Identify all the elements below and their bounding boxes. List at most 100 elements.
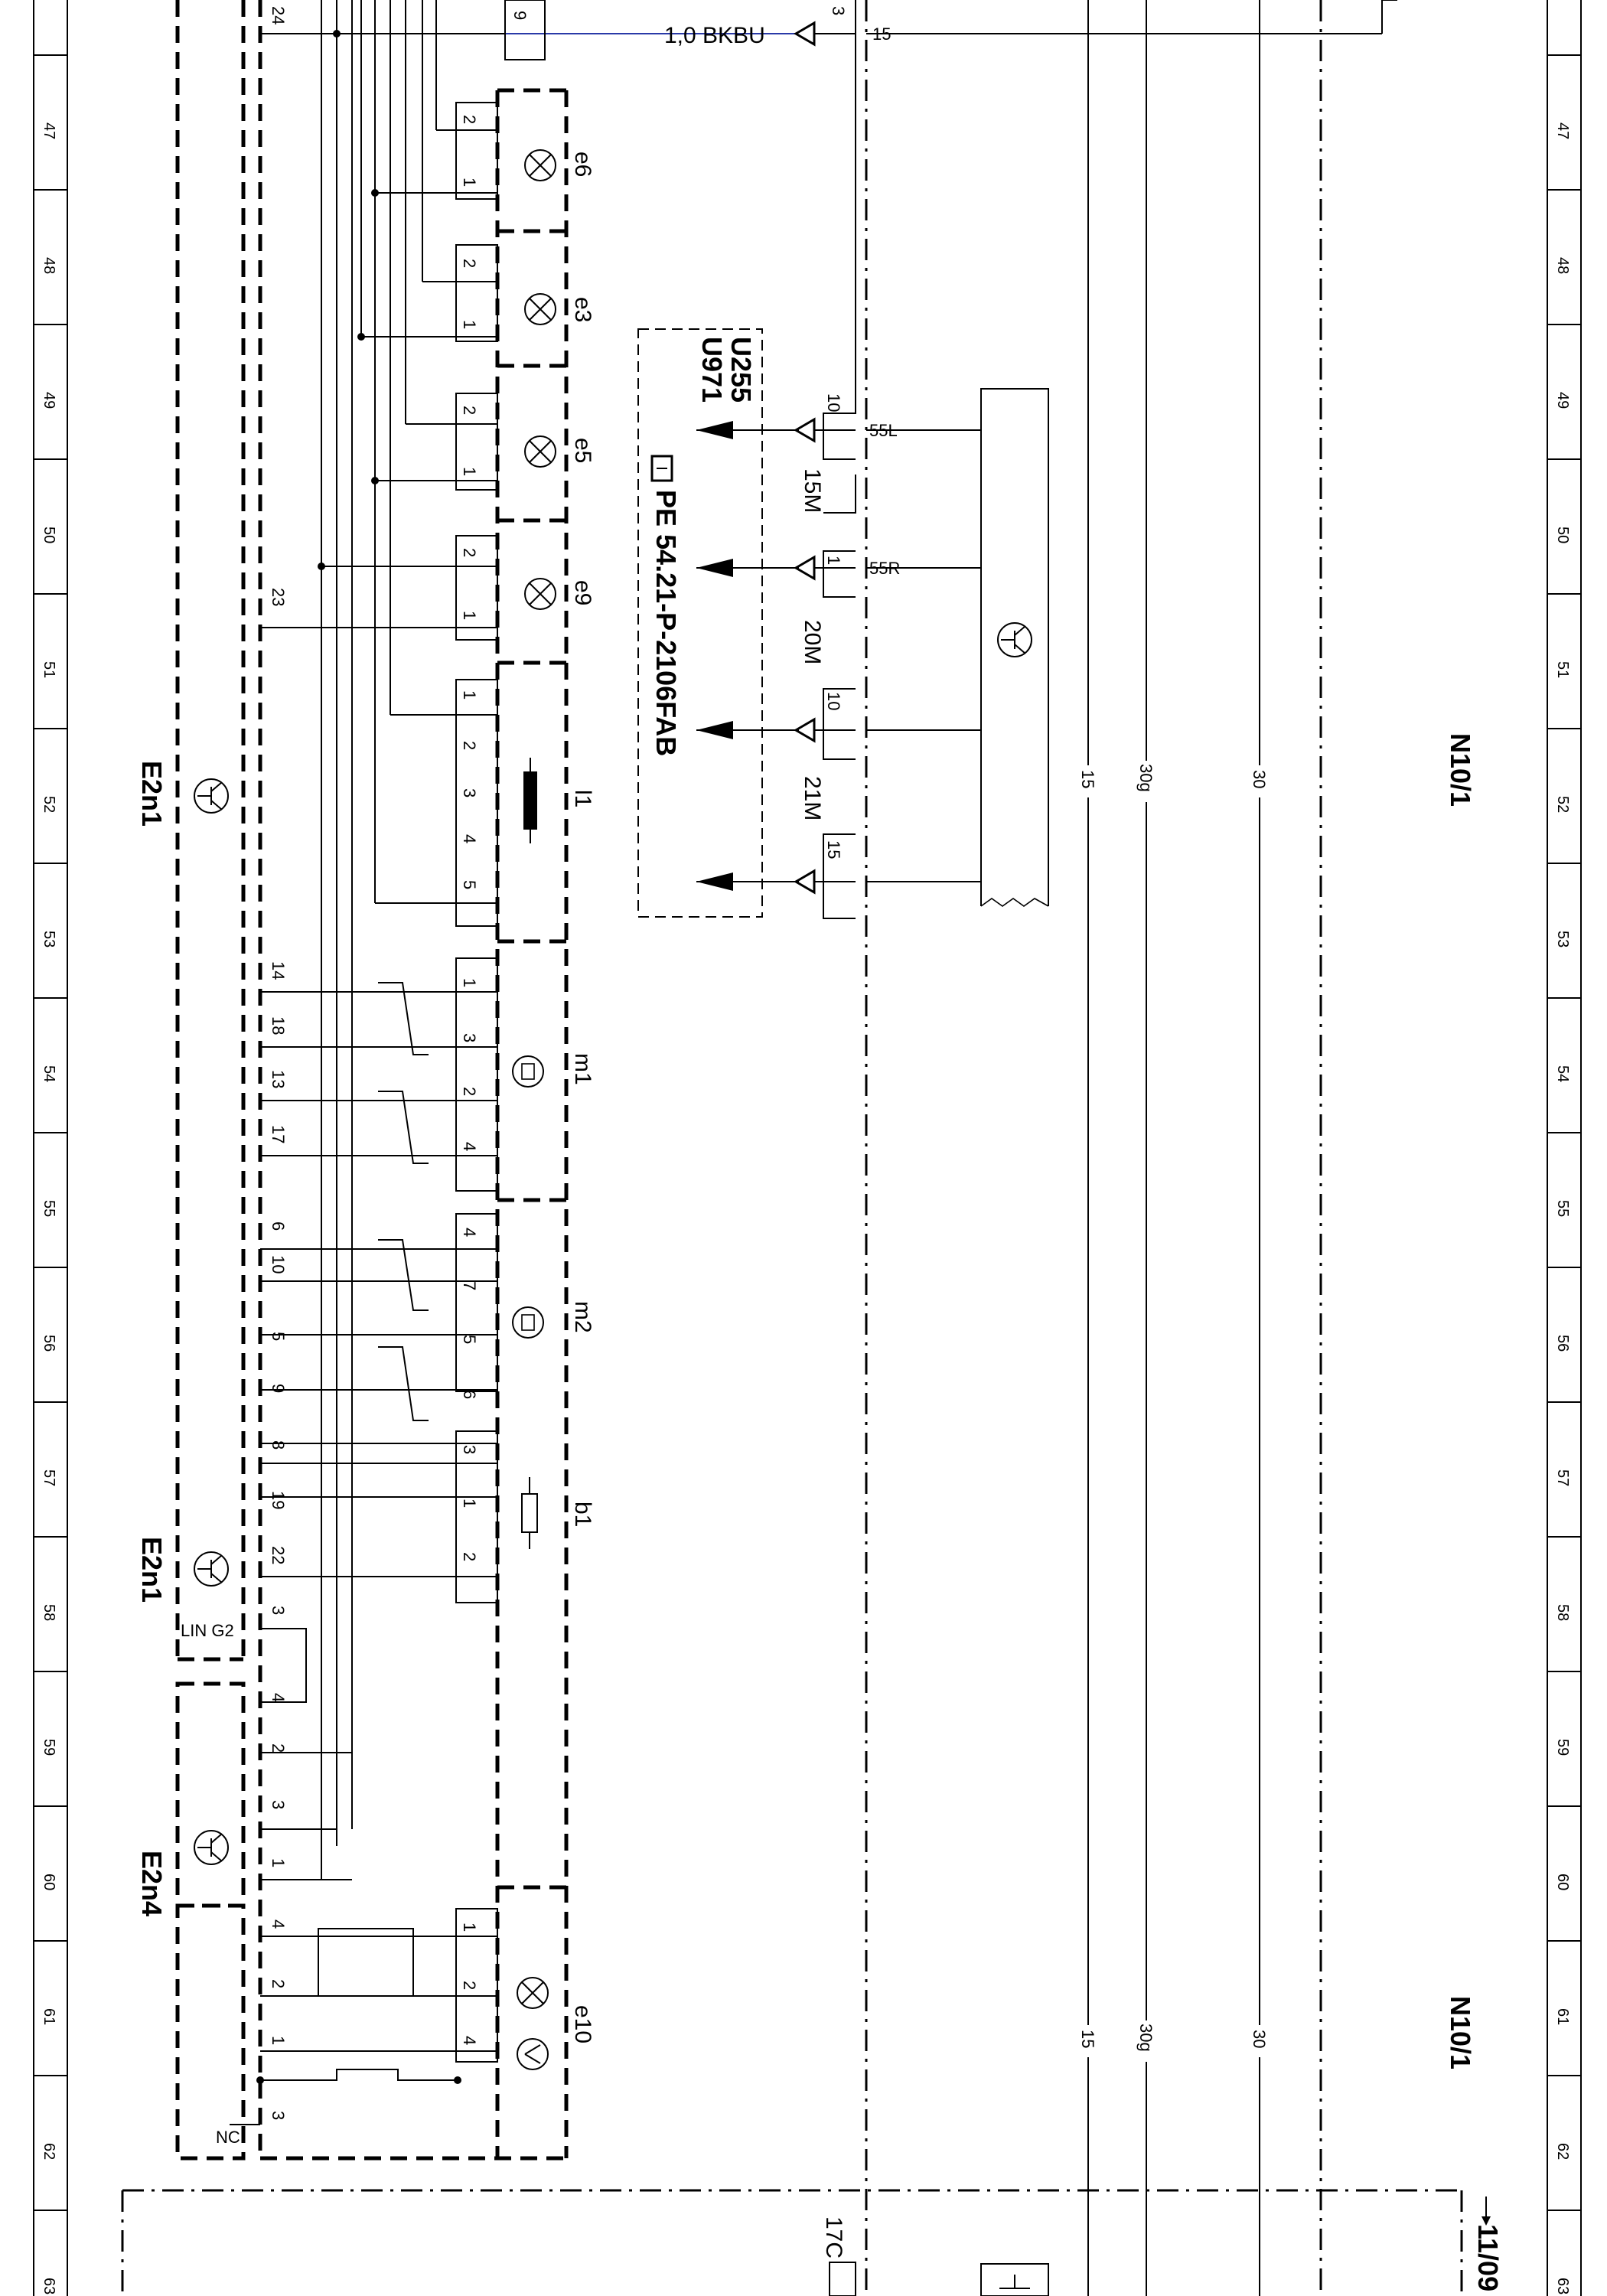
right-col-48: 48 — [1554, 257, 1571, 274]
bus-15-b: 15 — [1078, 2030, 1097, 2048]
conn-pin-5: 5 — [269, 1332, 288, 1341]
conn-pin-4a: 4 — [269, 1693, 288, 1702]
left-col-53: 53 — [41, 931, 57, 947]
right-col-62: 62 — [1554, 2143, 1571, 2160]
transistor-icon-n10-1 — [997, 622, 1032, 657]
component-l1: 1 2 3 4 5 l1 — [375, 679, 595, 927]
bus-30-b: 30 — [1250, 2030, 1269, 2048]
m2-pin-5: 5 — [460, 1335, 479, 1344]
transistor-icon-e2n1-b — [194, 1551, 229, 1587]
conn-pin-3a: 3 — [269, 1606, 288, 1615]
right-column-ruler: 47 48 49 50 51 52 53 54 55 56 57 58 59 6… — [1547, 0, 1582, 2296]
m1-pin-3: 3 — [460, 1033, 479, 1042]
top-wire: 24 9 3 15 1,0 BKBU — [260, 0, 1383, 60]
right-col-58: 58 — [1554, 1604, 1571, 1621]
left-col-62: 62 — [41, 2143, 57, 2160]
right-col-53: 53 — [1554, 931, 1571, 947]
left-col-63: 63 — [41, 2278, 57, 2294]
b1-pin-3: 3 — [460, 1445, 479, 1454]
n10-1-label-a: N10/1 — [1445, 733, 1476, 807]
top-wire-label: 1,0 BKBU — [664, 23, 765, 48]
top-pin-24: 24 — [269, 6, 288, 24]
module-labels: E2n1 E2n1 E2n4 N10/1 N10/1 — [136, 733, 1476, 2069]
left-col-59: 59 — [41, 1739, 57, 1756]
e2n1-label-b: E2n1 — [136, 1537, 168, 1603]
right-col-59: 59 — [1554, 1739, 1571, 1756]
bus-30-a: 30 — [1250, 770, 1269, 788]
conn-pin-9: 9 — [269, 1384, 288, 1393]
e2n1-label-a: E2n1 — [136, 761, 168, 827]
left-col-49: 49 — [41, 392, 57, 409]
conn-pin-22: 22 — [269, 1546, 288, 1564]
left-col-60: 60 — [41, 1874, 57, 1890]
motor-m1: 1 3 2 4 m1 — [260, 957, 595, 1192]
conn-pin-23: 23 — [269, 588, 288, 606]
right-col-49: 49 — [1554, 392, 1571, 409]
fuse-20m: 20M — [800, 620, 825, 664]
l1-pin-5: 5 — [460, 880, 479, 889]
lamp-e9: 2 1 e9 — [260, 535, 595, 641]
e5-pin-1: 1 — [460, 467, 479, 476]
transistor-icon-e2n1-a — [194, 778, 229, 814]
fuse-21m: 21M — [800, 776, 825, 820]
reference-box: U255 U971 PE 54.21-P-2106FAB — [637, 328, 763, 918]
supply-bus-lines: 15 30g 30 15 30g 30 — [1077, 0, 1397, 2296]
l1-pin-3: 3 — [460, 788, 479, 797]
conn-pin-1a: 1 — [269, 1858, 288, 1867]
left-col-56: 56 — [41, 1335, 57, 1352]
arrow-down-icon — [1482, 2197, 1491, 2226]
conn-pin-3b: 3 — [269, 1800, 288, 1809]
m1-pin-1: 1 — [460, 978, 479, 987]
l1-label: l1 — [570, 790, 595, 807]
left-col-50: 50 — [41, 527, 57, 543]
left-col-48: 48 — [41, 257, 57, 274]
right-col-50: 50 — [1554, 527, 1571, 543]
e6-label: e6 — [570, 152, 595, 177]
out-pin-10b: 10 — [824, 692, 843, 710]
right-col-51: 51 — [1554, 661, 1571, 678]
e9-pin-1: 1 — [460, 611, 479, 620]
right-col-52: 52 — [1554, 796, 1571, 813]
e6-pin-1: 1 — [460, 178, 479, 187]
e10-pin-2: 2 — [460, 1981, 479, 1990]
l1-pin-4: 4 — [460, 834, 479, 843]
right-col-60: 60 — [1554, 1874, 1571, 1890]
pe-reference: PE 54.21-P-2106FAB — [650, 490, 682, 756]
left-column-ruler: 47 48 49 50 51 52 53 54 55 56 57 58 59 6… — [33, 0, 68, 2296]
b1-pin-2: 2 — [460, 1552, 479, 1561]
bottom-17c: 17C — [821, 2216, 846, 2258]
b1-label: b1 — [570, 1502, 595, 1527]
fuse-15m: 15M — [800, 468, 825, 513]
l1-pin-2: 2 — [460, 741, 479, 750]
e5-pin-2: 2 — [460, 406, 479, 415]
pointing-hand-icon — [650, 455, 673, 482]
conn-pin-3c: 3 — [269, 2111, 288, 2120]
right-col-47: 47 — [1554, 122, 1571, 139]
lamp-e3: 2 1 e3 — [361, 0, 595, 342]
out-pin-1: 1 — [824, 556, 843, 565]
bus-30g-b: 30g — [1136, 2024, 1156, 2052]
top-pin-15: 15 — [872, 24, 891, 44]
e3-label: e3 — [570, 297, 595, 322]
b1-pin-1: 1 — [460, 1499, 479, 1508]
output-drivers: 10 1 10 15 55L 55R 15M 20M 21M — [696, 0, 981, 919]
m2-label: m2 — [570, 1301, 595, 1333]
left-col-55: 55 — [41, 1200, 57, 1217]
right-col-55: 55 — [1554, 1200, 1571, 1217]
out-pin-10a: 10 — [824, 393, 843, 412]
connector-pins: 23 14 18 13 17 6 10 5 9 8 19 22 3 4 2 3 … — [181, 588, 352, 2147]
conn-pin-1b: 1 — [269, 2036, 288, 2045]
bus-30g-a: 30g — [1136, 764, 1156, 792]
motor-m2: 4 7 5 6 m2 — [260, 1213, 595, 1421]
m1-pin-2: 2 — [460, 1087, 479, 1096]
n10-1-label-b: N10/1 — [1445, 1996, 1476, 2069]
conn-pin-6: 6 — [269, 1221, 288, 1231]
left-col-54: 54 — [41, 1065, 57, 1082]
nc-label: NC — [216, 2128, 240, 2147]
n10-1-driver-block — [980, 388, 1049, 907]
m1-label: m1 — [570, 1053, 595, 1085]
conn-pin-4b: 4 — [269, 1919, 288, 1929]
conn-pin-18: 18 — [269, 1016, 288, 1035]
left-col-57: 57 — [41, 1469, 57, 1486]
